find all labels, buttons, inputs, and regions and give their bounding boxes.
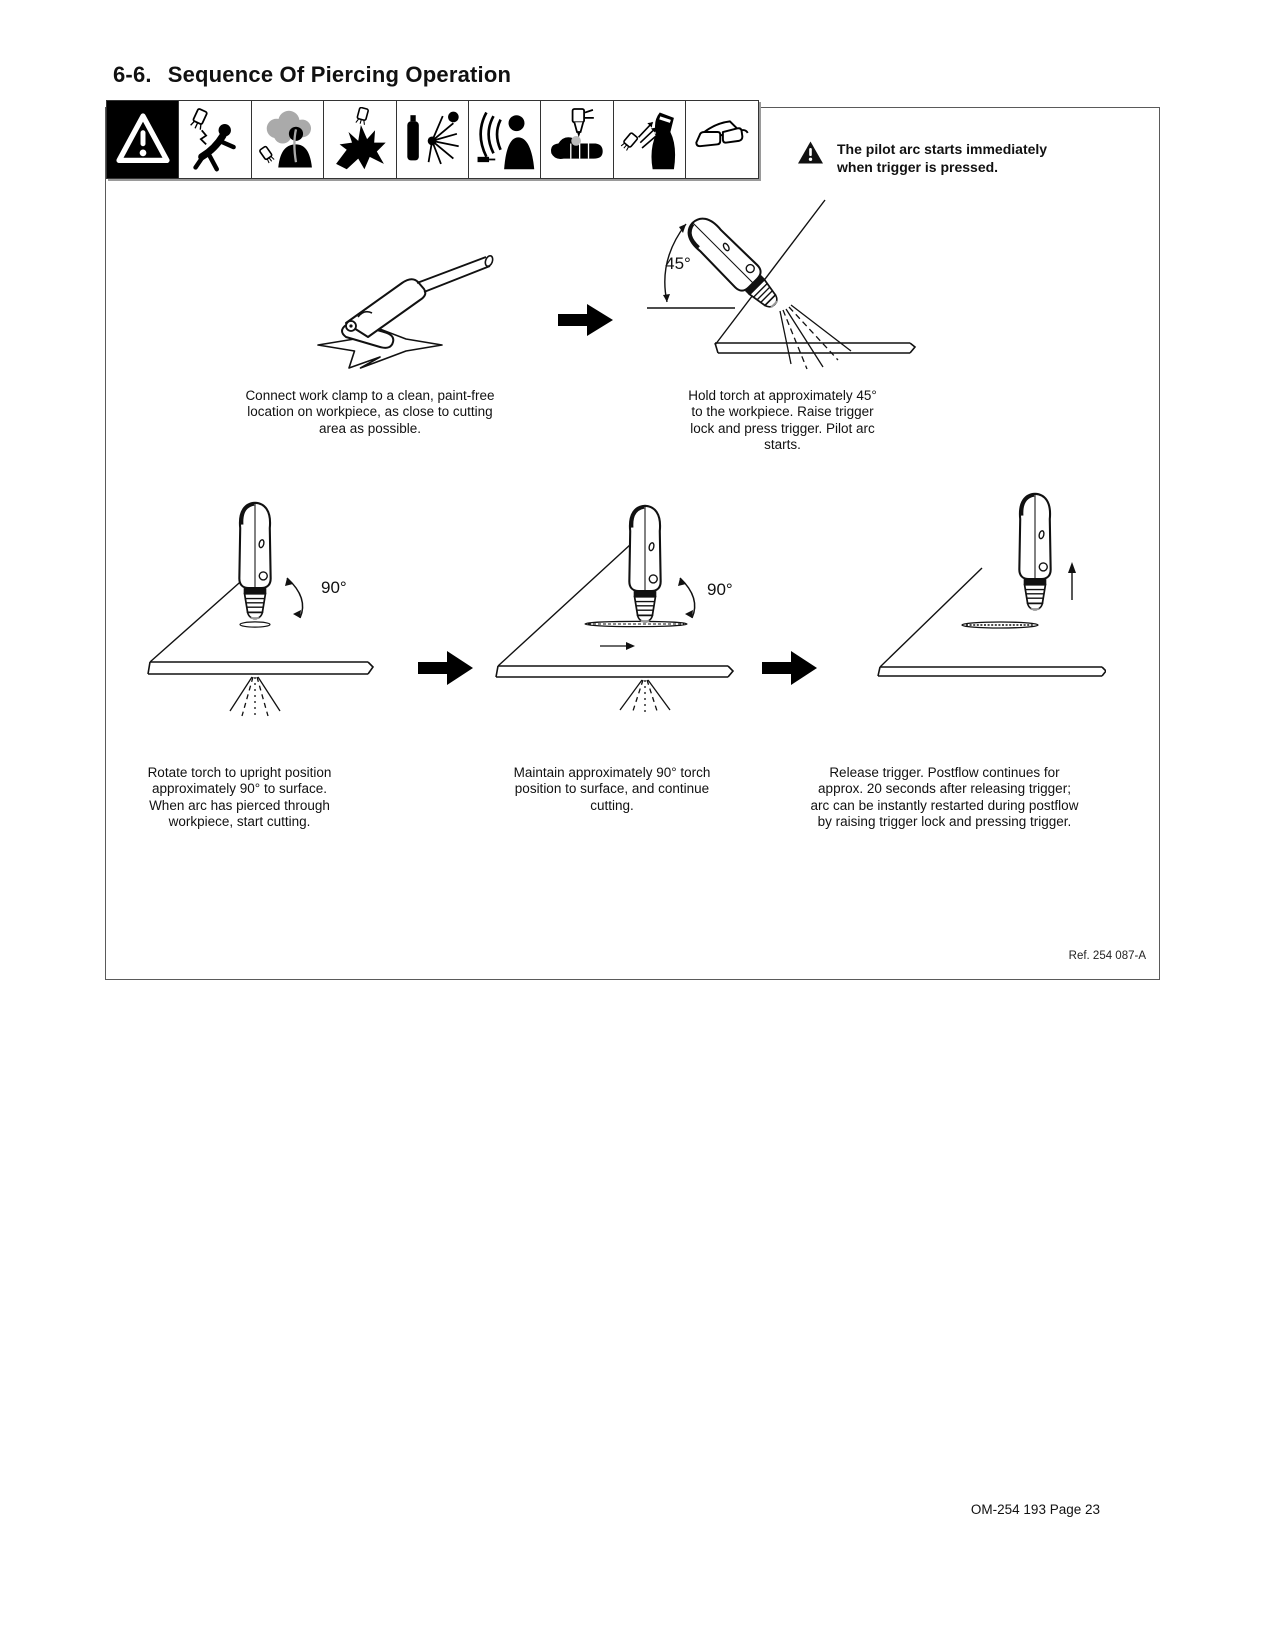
caption-line: location on workpiece, as close to cutti… <box>247 404 493 420</box>
figure-reference-label: Ref. 254 087-A <box>1068 950 1146 962</box>
general-warning-icon <box>106 100 180 179</box>
warning-triangle-icon <box>798 141 823 164</box>
arc-rays-hazard-icon <box>612 100 687 179</box>
noise-hazard-icon <box>468 100 543 179</box>
caption-line: When arc has pierced through <box>149 797 330 813</box>
torch-release-illustration <box>877 492 1106 677</box>
torch-pierce-90-illustration: 90° <box>147 501 375 718</box>
fire-explosion-hazard-icon <box>323 100 398 179</box>
caption-line: arc can be instantly restarted during po… <box>810 797 1079 813</box>
hot-parts-hand-hazard-icon <box>540 100 615 179</box>
caption-line: lock and press trigger. Pilot arc <box>690 420 875 436</box>
right-arrow-icon <box>762 651 817 685</box>
pilot-arc-warning-note: The pilot arc starts immediately when tr… <box>797 140 1107 176</box>
torch-45-degree-illustration: 45° <box>647 199 917 370</box>
angle-label-45: 45° <box>665 254 691 273</box>
section-number: 6-6. <box>113 62 152 87</box>
caption-line: position to surface, and continue <box>514 781 710 797</box>
caption-line: Hold torch at approximately 45° <box>688 388 877 403</box>
caption-line: Rotate torch to upright position <box>147 765 332 780</box>
caption-line: by raising trigger lock and pressing tri… <box>817 814 1072 830</box>
step1-caption: Connect work clamp to a clean, paint-fre… <box>220 388 520 437</box>
angle-label-90: 90° <box>321 578 347 597</box>
caption-line: starts. <box>764 437 801 453</box>
warning-note-text: The pilot arc starts immediately when tr… <box>837 141 1048 175</box>
torch-cutting-90-illustration: 90° <box>495 504 735 716</box>
safety-icon-strip <box>106 100 760 179</box>
caption-line: Connect work clamp to a clean, paint-fre… <box>245 388 495 403</box>
caption-line: approx. 20 seconds after releasing trigg… <box>818 781 1071 797</box>
caption-line: area as possible. <box>318 420 422 436</box>
step2-caption: Hold torch at approximately 45° to the w… <box>675 388 890 454</box>
right-arrow-icon <box>418 651 473 685</box>
right-arrow-icon <box>558 304 613 336</box>
caption-line: workpiece, start cutting. <box>168 814 311 830</box>
section-title-text: Sequence Of Piercing Operation <box>167 62 512 87</box>
caption-line: Release trigger. Postflow continues for <box>829 765 1060 780</box>
caption-line: to the workpiece. Raise trigger <box>691 404 874 420</box>
angle-label-90: 90° <box>707 580 733 599</box>
section-title: 6-6. Sequence Of Piercing Operation <box>113 62 511 88</box>
safety-glasses-icon <box>685 100 760 179</box>
step5-caption: Release trigger. Postflow continues for … <box>792 765 1097 831</box>
toxic-fumes-hazard-icon <box>250 100 325 179</box>
caption-line: Maintain approximately 90° torch <box>513 765 711 780</box>
step4-caption: Maintain approximately 90° torch positio… <box>497 765 727 814</box>
caption-line: cutting. <box>590 797 634 813</box>
electric-shock-hazard-icon <box>178 100 253 179</box>
work-clamp-illustration <box>317 254 494 369</box>
step3-caption: Rotate torch to upright position approxi… <box>127 765 352 831</box>
caption-line: approximately 90° to surface. <box>152 781 327 797</box>
page-footer: OM-254 193 Page 23 <box>970 1502 1100 1517</box>
flying-sparks-cylinder-hazard-icon <box>395 100 470 179</box>
